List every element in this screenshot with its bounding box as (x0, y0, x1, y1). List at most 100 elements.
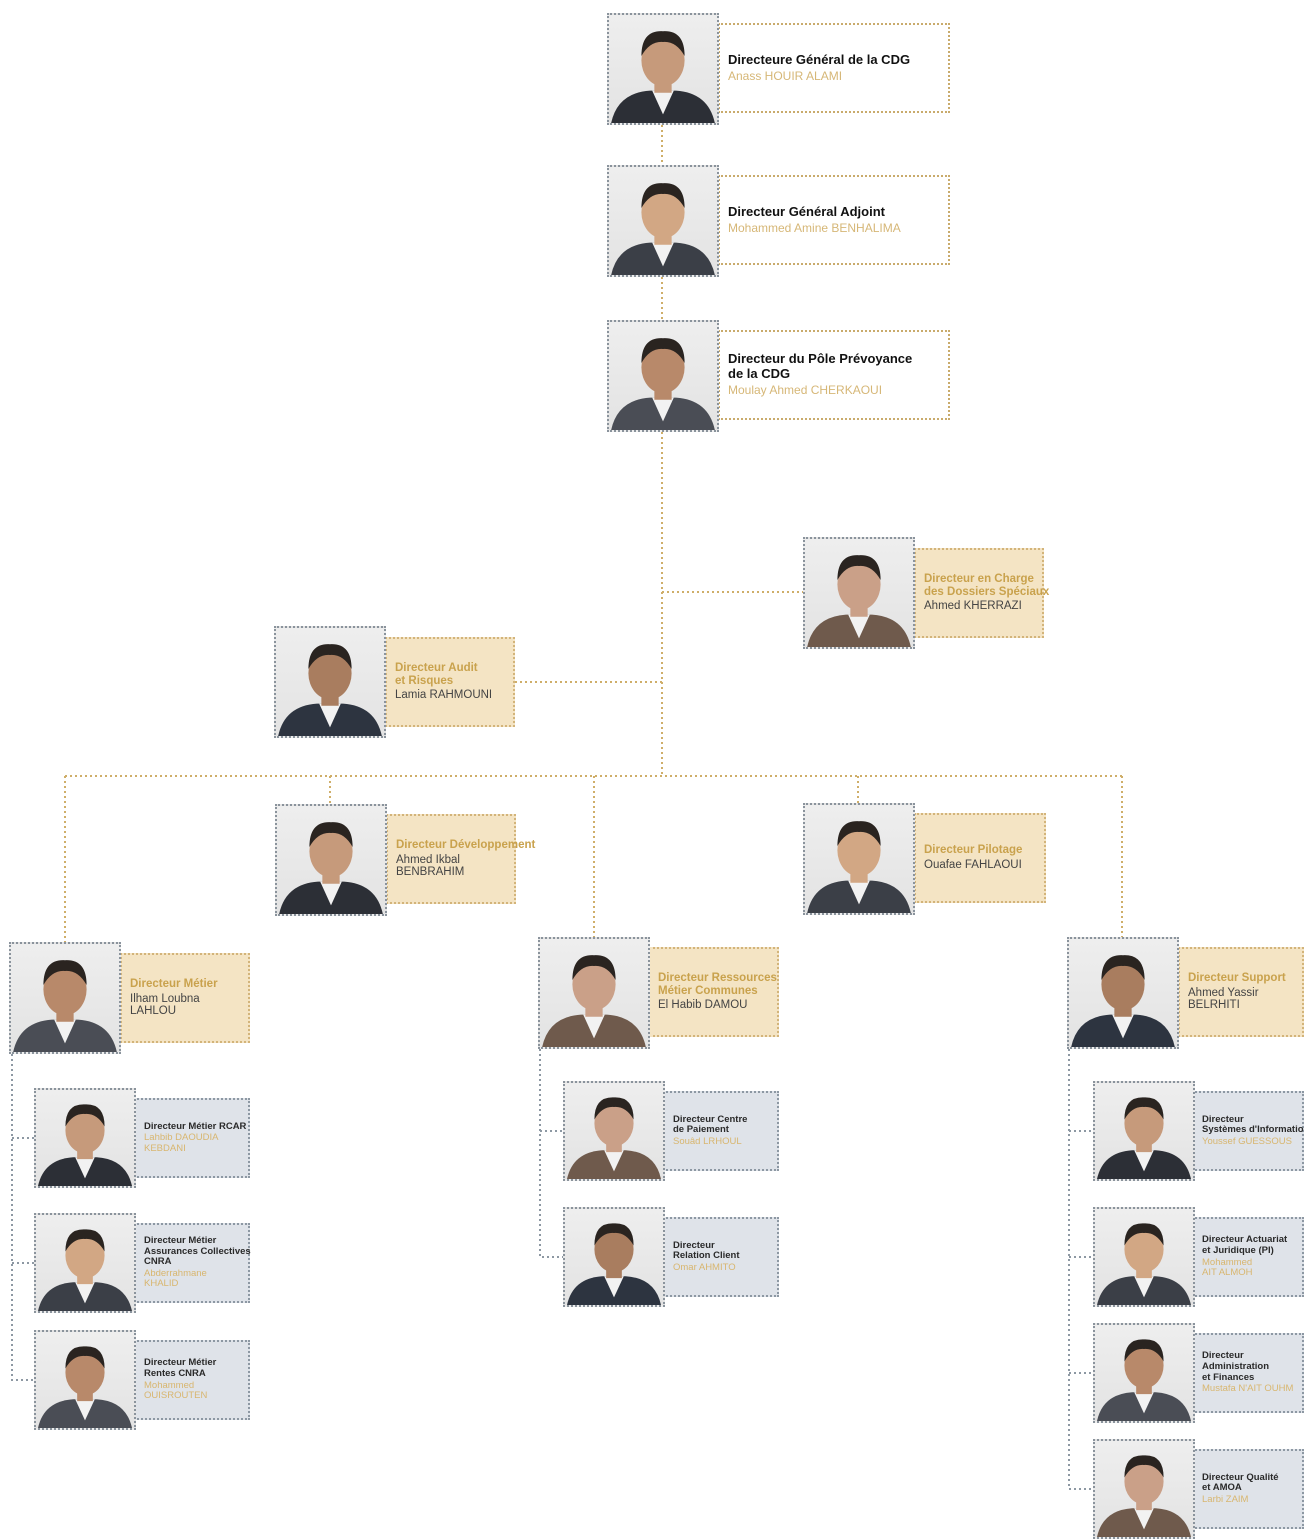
card-branches-support-subs-0-title-line: Directeur (1202, 1113, 1244, 1125)
card-branches-ressources-subs-1-name: Omar AHMITO (673, 1261, 769, 1274)
card-branches-ressources-head-name: El Habib DAMOU (658, 999, 769, 1012)
card-branches-metier-head-name-line: LAHLOU (130, 1005, 177, 1018)
connector-support-subs (1068, 1049, 1093, 1490)
card-top-pole-name-line: Moulay Ahmed CHERKAOUI (728, 383, 883, 398)
person-portrait-icon (807, 555, 911, 647)
card-staff-audit-photo (274, 626, 386, 738)
card-branches-metier-subs-1-title-line: CNRA (144, 1256, 172, 1268)
card-branches-support-subs-2-name-line: Mustafa N'AIT OUHM (1202, 1383, 1294, 1395)
card-top-pole-name: Moulay Ahmed CHERKAOUI (728, 383, 940, 398)
card-branches-support-subs-3-name: Larbi ZAIM (1202, 1493, 1294, 1506)
card-branches-support-subs-0-title-line: Systèmes d'Information (1202, 1124, 1304, 1136)
card-branches-ressources-head-name-line: El Habib DAMOU (658, 999, 748, 1012)
card-branches-support-subs-3-name-line: Larbi ZAIM (1202, 1493, 1249, 1505)
card-branches-support-head-name-line: BELRHITI (1188, 999, 1240, 1012)
card-branches-support-subs-3-title-line: Directeur Qualité (1202, 1471, 1279, 1483)
card-branches-metier-head-title: Directeur Métier (130, 978, 240, 991)
card-staff-dev-title: Directeur Développement (396, 839, 535, 852)
card-branches-metier-subs-1-title-line: Assurances Collectives (144, 1245, 251, 1257)
card-staff-pilotage-title: Directeur Pilotage (924, 844, 1036, 857)
card-branches-support-subs-1-title-line: et Juridique (PI) (1202, 1244, 1274, 1256)
card-branches-ressources-subs-0-name-line: Souâd LRHOUL (673, 1135, 742, 1147)
card-staff-special-title-line: Directeur en Charge (924, 572, 1034, 585)
card-branches-support-subs-2-name: Mustafa N'AIT OUHM (1202, 1383, 1294, 1395)
person-portrait-icon (279, 822, 383, 914)
card-top-dga-name-line: Mohammed Amine BENHALIMA (728, 221, 901, 236)
card-top-pole-photo (607, 320, 719, 432)
card-branches-support-subs-2-title-line: et Finances (1202, 1371, 1255, 1383)
card-branches-support-subs-1-name-line: Mohammed (1202, 1256, 1253, 1268)
card-branches-ressources-head-title-line: Directeur Ressources (658, 971, 777, 984)
card-branches-support-subs-2-title-line: Administration (1202, 1360, 1270, 1372)
card-branches-metier-subs-2-title-line: Rentes CNRA (144, 1367, 206, 1379)
card-staff-audit-title-line: et Risques (395, 674, 454, 687)
person-portrait-icon (37, 1229, 133, 1311)
card-branches-ressources-head-photo (538, 937, 650, 1049)
card-staff-special-title-line: des Dossiers Spéciaux (924, 585, 1050, 598)
person-portrait-icon (611, 338, 715, 430)
card-staff-audit-name-line: Lamia RAHMOUNI (395, 689, 493, 702)
card-staff-pilotage-name: Ouafae FAHLAOUI (924, 859, 1036, 872)
card-branches-ressources-head-title-line: Métier Communes (658, 984, 758, 997)
person-portrait-icon (542, 955, 646, 1047)
person-portrait-icon (611, 183, 715, 275)
card-branches-metier-subs-1-title-line: Directeur Métier (144, 1234, 217, 1246)
card-staff-special-photo (803, 537, 915, 649)
card-branches-metier-subs-0-photo (34, 1088, 136, 1188)
card-branches-support-subs-3-title-line: et AMOA (1202, 1482, 1242, 1494)
card-branches-support-subs-2-photo (1093, 1323, 1195, 1423)
card-branches-ressources-subs-1-name-line: Omar AHMITO (673, 1261, 736, 1273)
card-top-dga-photo (607, 165, 719, 277)
card-top-dga-title-line: Directeur Général Adjoint (728, 203, 885, 219)
card-branches-metier-subs-2-title-line: Directeur Métier (144, 1357, 217, 1369)
person-portrait-icon (1096, 1097, 1192, 1179)
card-branches-support-subs-2-title-line: Directeur (1202, 1350, 1244, 1362)
card-branches-support-subs-0-name: Youssef GUESSOUS (1202, 1136, 1294, 1148)
card-branches-metier-head-name-line: Ilham Loubna (130, 992, 200, 1005)
card-branches-metier-subs-0-name-line: KEBDANI (144, 1142, 186, 1154)
card-branches-metier-head-photo (9, 942, 121, 1054)
card-top-dga-name: Mohammed Amine BENHALIMA (728, 221, 940, 236)
person-portrait-icon (278, 644, 382, 736)
person-portrait-icon (807, 821, 911, 913)
card-top-dga-title: Directeur Général Adjoint (728, 203, 940, 220)
card-top-dg-title-line: Directeure Général de la CDG (728, 51, 911, 67)
card-branches-support-subs-1-title-line: Directeur Actuariat (1202, 1234, 1288, 1246)
card-branches-ressources-subs-1-title-line: Relation Client (673, 1250, 740, 1262)
card-top-pole-title-line: Directeur du Pôle Prévoyance (728, 351, 913, 367)
card-branches-support-subs-1-photo (1093, 1207, 1195, 1307)
card-branches-ressources-subs-0-photo (563, 1081, 665, 1181)
person-portrait-icon (566, 1223, 662, 1305)
person-portrait-icon (37, 1104, 133, 1186)
card-top-dg-photo (607, 13, 719, 125)
card-staff-audit-name: Lamia RAHMOUNI (395, 689, 505, 702)
card-staff-pilotage-name-line: Ouafae FAHLAOUI (924, 859, 1022, 871)
connector-ressources-subs (539, 1049, 563, 1258)
